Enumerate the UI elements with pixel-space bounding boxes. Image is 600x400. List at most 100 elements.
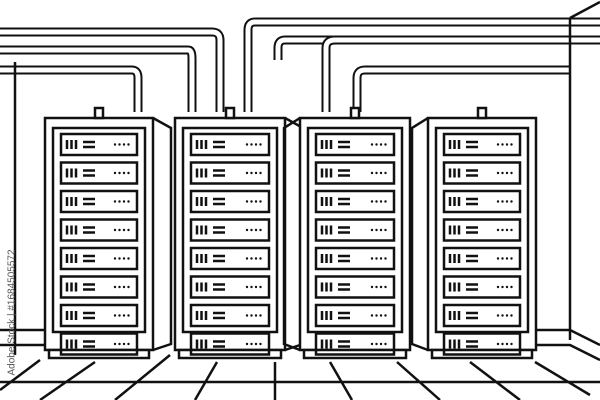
- server-unit-box: [189, 132, 271, 157]
- status-led-icon: [113, 257, 117, 260]
- status-led-icon: [259, 257, 262, 260]
- status-led-icon: [245, 171, 249, 175]
- status-led-icon: [510, 200, 513, 203]
- status-led-icon: [501, 228, 504, 232]
- status-led-icon: [127, 200, 130, 203]
- status-led-icon: [501, 200, 504, 203]
- status-led-icon: [384, 342, 387, 346]
- status-led-icon: [113, 314, 117, 317]
- cable-connector: [349, 106, 361, 120]
- server-unit-box: [314, 246, 396, 271]
- status-led-icon: [384, 285, 387, 289]
- status-led-icon: [379, 257, 383, 260]
- status-led-icon: [259, 314, 262, 317]
- rack-frame: [43, 116, 155, 352]
- server-unit: [314, 218, 396, 242]
- status-led-icon: [384, 314, 387, 317]
- status-led-icon: [510, 314, 513, 317]
- server-unit: [59, 246, 139, 271]
- server-rack-4: [410, 106, 538, 360]
- server-unit-box: [442, 161, 522, 185]
- status-led-icon: [501, 342, 504, 346]
- status-led-icon: [501, 285, 504, 289]
- status-led-icon: [501, 171, 504, 175]
- status-led-icon: [375, 171, 378, 175]
- status-led-icon: [501, 314, 504, 317]
- server-unit: [314, 303, 396, 328]
- rack-side: [410, 116, 429, 352]
- status-led-icon: [379, 228, 383, 232]
- status-led-icon: [370, 285, 374, 289]
- status-led-icon: [505, 200, 509, 203]
- status-led-icon: [118, 143, 121, 146]
- server-unit-box: [314, 189, 396, 214]
- status-led-icon: [496, 143, 500, 146]
- cable-6-inner: [354, 67, 570, 112]
- server-unit-box: [189, 246, 271, 271]
- status-led-icon: [496, 257, 500, 260]
- status-led-icon: [113, 143, 117, 146]
- cable-2-inner: [0, 67, 141, 112]
- status-led-icon: [375, 143, 378, 146]
- server-unit: [189, 132, 271, 157]
- server-rack-3: [282, 106, 412, 360]
- status-led-icon: [122, 200, 126, 203]
- status-led-icon: [254, 314, 258, 317]
- server-unit: [189, 189, 271, 214]
- server-unit-box: [59, 246, 139, 271]
- status-led-icon: [122, 314, 126, 317]
- server-unit: [314, 189, 396, 214]
- status-led-icon: [259, 228, 262, 232]
- status-led-icon: [496, 285, 500, 289]
- status-led-icon: [370, 314, 374, 317]
- status-led-icon: [254, 200, 258, 203]
- cable-6: [352, 65, 570, 112]
- rack-side: [152, 116, 173, 352]
- server-unit: [314, 246, 396, 271]
- status-led-icon: [122, 342, 126, 346]
- status-led-icon: [245, 228, 249, 232]
- status-led-icon: [259, 171, 262, 175]
- cable-connector: [93, 106, 105, 120]
- server-unit: [314, 161, 396, 185]
- server-unit-box: [59, 218, 139, 242]
- status-led-icon: [496, 314, 500, 317]
- server-unit-box: [442, 189, 522, 214]
- status-led-icon: [510, 257, 513, 260]
- status-led-icon: [505, 342, 509, 346]
- status-led-icon: [496, 171, 500, 175]
- status-led-icon: [505, 171, 509, 175]
- server-unit: [442, 189, 522, 214]
- right-wall: [535, 0, 600, 362]
- server-unit-box: [442, 246, 522, 271]
- server-unit: [314, 275, 396, 299]
- watermark: Adobe Stock | #1684505572: [6, 249, 18, 376]
- status-led-icon: [496, 342, 500, 346]
- server-unit-box: [189, 161, 271, 185]
- status-led-icon: [250, 200, 253, 203]
- cable-1: [0, 45, 197, 112]
- server-unit-box: [314, 132, 396, 157]
- status-led-icon: [259, 143, 262, 146]
- status-led-icon: [379, 314, 383, 317]
- status-led-icon: [384, 257, 387, 260]
- server-unit-box: [314, 303, 396, 328]
- cable-5-inner: [323, 37, 560, 112]
- status-led-icon: [259, 200, 262, 203]
- status-led-icon: [370, 200, 374, 203]
- server-unit-box: [189, 275, 271, 299]
- server-unit-box: [442, 275, 522, 299]
- status-led-icon: [379, 200, 383, 203]
- server-unit: [189, 332, 271, 356]
- server-unit-box: [59, 189, 139, 214]
- status-led-icon: [384, 143, 387, 146]
- status-led-icon: [118, 200, 121, 203]
- server-unit: [442, 332, 522, 356]
- rack-side: [282, 116, 301, 352]
- status-led-icon: [505, 228, 509, 232]
- status-led-icon: [375, 228, 378, 232]
- server-unit: [59, 218, 139, 242]
- server-unit: [189, 303, 271, 328]
- server-unit: [314, 332, 396, 356]
